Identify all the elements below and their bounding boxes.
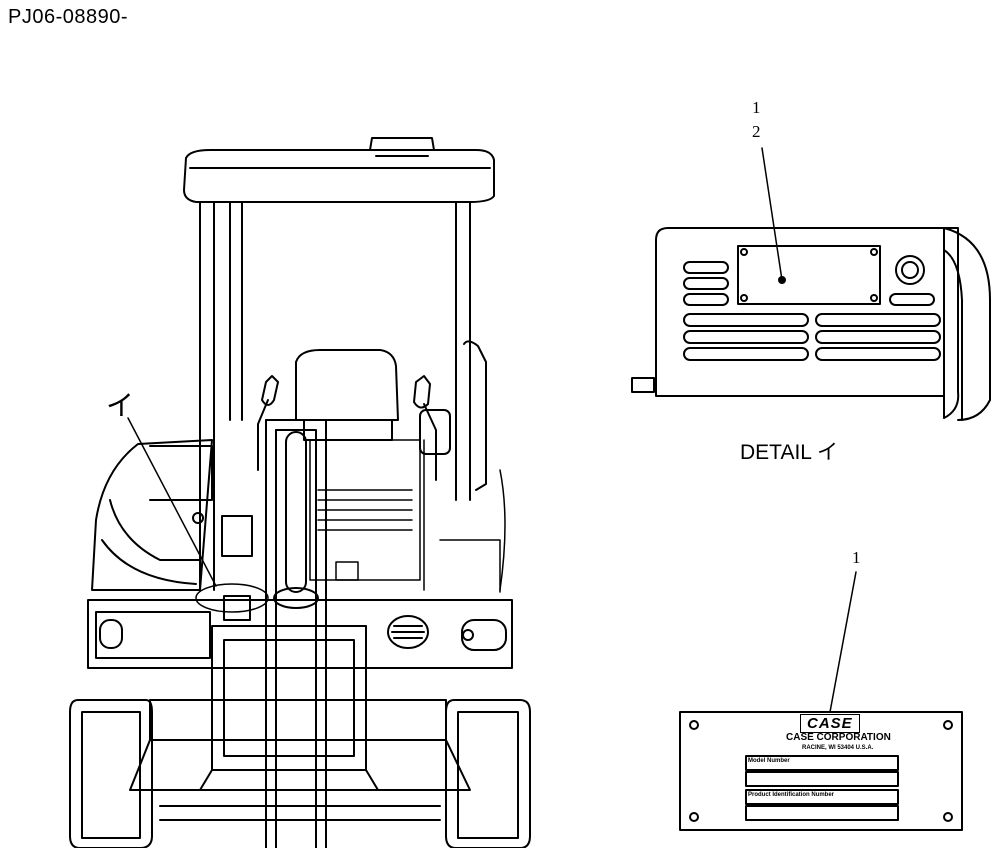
track-left	[69, 699, 153, 848]
plate-address: RACINE, WI 53404 U.S.A.	[802, 745, 874, 751]
callout-plate-1: 1	[852, 548, 861, 567]
nameplate-location	[737, 245, 881, 305]
reference-circle	[195, 583, 269, 613]
callout-leader-2	[761, 147, 783, 281]
callout-1: 1	[752, 98, 761, 117]
canopy-pillars	[199, 201, 471, 591]
detail-panel	[631, 227, 991, 421]
counterweight	[87, 515, 513, 669]
bucket	[199, 625, 379, 791]
plate-company: CASE CORPORATION	[786, 732, 891, 743]
control-levers	[257, 375, 451, 481]
track-right	[445, 699, 531, 848]
reference-mark: イ	[106, 390, 135, 421]
callout-leader-plate	[829, 571, 857, 713]
operator-seat	[295, 349, 399, 441]
center-frame	[309, 439, 506, 593]
canopy-roof	[183, 137, 495, 203]
plate-row2-label: Product Identification Number	[748, 792, 835, 798]
plate-brand: CASE	[800, 714, 860, 733]
plate-row1-label: Model Number	[748, 758, 790, 764]
boom	[265, 419, 327, 848]
callout-2: 2	[752, 122, 761, 141]
detail-label: DETAIL イ	[740, 441, 839, 464]
grab-handle	[463, 340, 487, 491]
drawing-code: PJ06-08890-	[8, 6, 129, 28]
reference-leader	[127, 417, 217, 587]
case-nameplate	[679, 711, 963, 831]
undercarriage	[129, 699, 471, 821]
engine-hood-left	[91, 439, 213, 591]
